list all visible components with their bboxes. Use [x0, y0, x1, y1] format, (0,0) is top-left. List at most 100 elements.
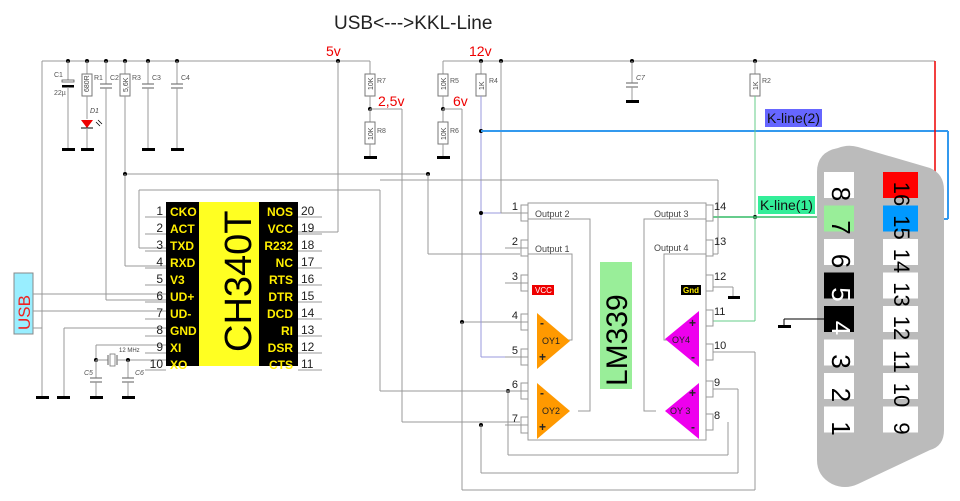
ch340-pin-number: 20 [301, 204, 315, 218]
obd-pin-number: 14 [889, 249, 914, 273]
obd-pin-16 [883, 172, 918, 198]
c1-ref: C1 [54, 72, 63, 79]
capacitor-c2 [100, 59, 166, 301]
crystal-value: 12 MHz [119, 348, 140, 354]
lm339-pin-number: 5 [512, 345, 518, 357]
ch340-pin-number: 15 [301, 289, 315, 303]
svg-text:OY4: OY4 [672, 335, 690, 345]
resistor-r1 [81, 59, 93, 119]
ch340-pin-number: 2 [156, 221, 163, 235]
c1-value: 22µ [54, 90, 66, 97]
lm339-pin [705, 380, 714, 398]
ch340-pin-number: 14 [301, 306, 315, 320]
junction [479, 211, 483, 215]
resistor-r6 [437, 109, 450, 159]
lm339-pin-number: 13 [714, 236, 726, 248]
lm339-pin-number: 7 [512, 413, 518, 425]
obd-pin-number: 9 [889, 422, 914, 434]
ch340-pin-name: DTR [268, 290, 293, 304]
lm339-pin-number: 9 [714, 377, 720, 389]
ground-symbol [36, 396, 49, 399]
lm339-pin-number: 4 [512, 310, 518, 322]
lm339-name: LM339 [601, 294, 634, 386]
label-5v: 5v [326, 43, 341, 59]
ground-symbol [122, 396, 135, 399]
obd-pin-5 [824, 272, 854, 299]
ground-symbol [90, 396, 103, 399]
r8-value: 10K [368, 127, 375, 140]
ch340-pin-number: 4 [156, 255, 163, 269]
capacitor-c3 [142, 59, 155, 151]
r1-value: 680R [84, 75, 91, 92]
lm339-pin-number: 6 [512, 379, 518, 391]
ch340-pin-number: 1 [156, 204, 163, 218]
kline1-label-bg [758, 196, 815, 214]
ground-symbol [728, 296, 740, 299]
r4-ref: R4 [489, 78, 498, 85]
obd-pin-4 [824, 306, 854, 332]
svg-text:-: - [691, 350, 695, 364]
obd-pin-number: 12 [889, 316, 914, 340]
diagram-title: USB<--->KKL-Line [334, 13, 492, 34]
ch340-pin-name: RXD [170, 256, 196, 270]
obd-pin-6 [824, 239, 854, 265]
ch340-pin-name: V3 [170, 273, 185, 287]
obd-pin-number: 13 [889, 282, 914, 306]
svg-text:OY1: OY1 [542, 336, 560, 346]
r3-ref: R3 [132, 75, 141, 82]
ch340-pin-name: VCC [268, 222, 294, 236]
d1-ref: D1 [90, 108, 99, 115]
lm339-pin [705, 239, 714, 257]
obd-pin-number: 4 [826, 321, 856, 335]
capacitor-c5 [90, 360, 103, 399]
lm339-chip: LM339 [380, 179, 740, 441]
obd-pin-number: 3 [826, 354, 856, 368]
ch340-pin-name: NOS [267, 205, 293, 219]
ch340-pin-number: 9 [156, 340, 163, 354]
obd-pin-number: 8 [826, 187, 856, 201]
opamp-oy3: + - OY 3 [665, 383, 699, 439]
lm339-pin-number: 2 [512, 236, 518, 248]
resistor-r8 [364, 109, 377, 159]
c7-ref: C7 [636, 75, 646, 82]
label-2-5v: 2,5v [378, 93, 404, 109]
opamp-oy4: + - OY4 [665, 311, 699, 367]
r7-value: 10K [368, 77, 375, 90]
obd-pin-3 [824, 339, 854, 366]
r5-ref: R5 [450, 78, 459, 85]
kline1-wire [707, 215, 822, 322]
r5-value: 10K [441, 77, 448, 90]
output-1-label: Output 1 [535, 244, 570, 254]
ground-symbol [57, 396, 70, 399]
svg-text:-: - [691, 420, 695, 434]
lm339-pin-number: 8 [714, 410, 720, 422]
r3-value: 5,6K [123, 77, 130, 92]
r7-ref: R7 [377, 78, 386, 85]
kline1-label: K-line(1) [760, 197, 813, 213]
svg-text:+: + [539, 420, 546, 434]
gnd-label: Gnd [683, 286, 699, 295]
usb-connector: USB [13, 272, 166, 399]
obd-pin-number: 10 [889, 383, 914, 407]
resistor-r2 [749, 59, 761, 217]
resistor-r3 [119, 59, 131, 174]
led-d1 [81, 119, 103, 151]
ch340-pin-number: 5 [156, 272, 163, 286]
obd-pin-7 [824, 205, 854, 232]
lm339-pin [705, 343, 714, 361]
obd-pin-number: 6 [826, 254, 856, 268]
ch340-pin-number: 3 [156, 238, 163, 252]
ch340-pin-name: GND [170, 324, 197, 338]
lm339-pin [705, 204, 714, 222]
resistor-r7 [364, 61, 376, 109]
ch340-pin-number: 6 [156, 289, 163, 303]
obd-pin-12 [883, 306, 918, 332]
ch340-pin-name: ACT [170, 222, 195, 236]
opamp-oy2: - + OY2 [537, 383, 570, 439]
opamp-oy1: - + OY1 [537, 313, 570, 369]
label-12v: 12v [469, 43, 492, 59]
obd-pin-number: 2 [826, 388, 856, 402]
